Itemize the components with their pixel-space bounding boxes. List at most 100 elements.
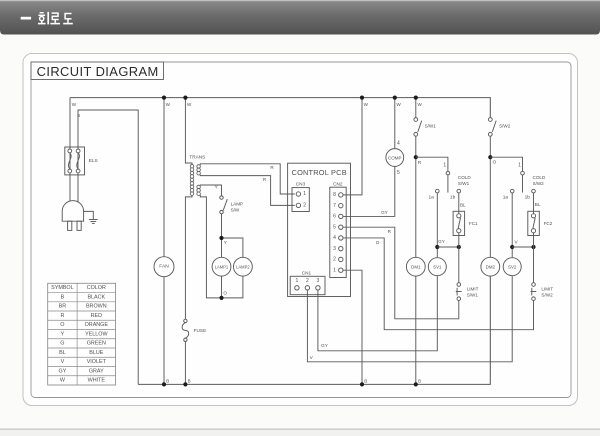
svg-text:B: B [166,378,169,383]
svg-text:W: W [396,102,401,107]
svg-text:BL: BL [460,202,466,207]
svg-text:GY: GY [321,343,328,348]
svg-text:COLD: COLD [533,175,546,180]
svg-text:BROWN: BROWN [86,304,107,310]
svg-text:CIRCUIT DIAGRAM: CIRCUIT DIAGRAM [37,64,159,79]
svg-text:W: W [364,102,369,107]
svg-text:FUSE: FUSE [194,328,207,333]
svg-text:FC2: FC2 [544,221,553,226]
svg-text:O: O [493,159,497,164]
svg-text:BLACK: BLACK [87,294,105,300]
svg-text:1: 1 [518,163,521,169]
svg-text:R: R [60,313,64,319]
svg-text:BR: BR [59,304,67,310]
svg-text:LIMIT: LIMIT [467,287,479,292]
svg-text:GRAY: GRAY [89,368,104,374]
svg-text:B: B [77,113,80,118]
svg-text:CN1: CN1 [302,271,312,276]
svg-text:B: B [418,378,421,383]
svg-text:O: O [223,290,227,295]
svg-text:GY: GY [438,239,445,244]
svg-text:CN3: CN3 [296,182,306,187]
svg-text:6: 6 [333,214,336,220]
svg-text:TRANS: TRANS [189,155,205,160]
svg-text:1a: 1a [429,195,435,201]
svg-text:DM1: DM1 [411,265,421,270]
svg-text:W: W [187,102,192,107]
svg-text:R: R [418,160,422,165]
svg-text:SYMBOL: SYMBOL [51,285,73,291]
svg-text:5: 5 [333,224,336,230]
svg-text:1: 1 [303,191,306,197]
svg-text:Y: Y [61,331,65,337]
svg-text:CN2: CN2 [333,182,343,187]
svg-text:S/W2: S/W2 [499,123,511,128]
svg-text:LAMP: LAMP [231,201,244,206]
svg-text:1b: 1b [525,195,531,201]
svg-text:S/W1: S/W1 [425,123,437,128]
svg-text:5: 5 [397,170,400,176]
svg-text:S/W1: S/W1 [458,181,470,186]
svg-text:GY: GY [381,210,388,215]
svg-text:LAMP1: LAMP1 [215,265,229,270]
svg-text:8: 8 [333,192,336,198]
svg-text:V: V [310,355,314,360]
svg-text:DM2: DM2 [486,265,496,270]
svg-text:B: B [188,378,191,383]
svg-text:R: R [263,177,267,182]
svg-text:B: B [61,294,65,300]
svg-text:4: 4 [333,235,336,241]
svg-text:CONTROL PCB: CONTROL PCB [292,168,347,177]
svg-text:1a: 1a [503,195,509,201]
svg-text:WHITE: WHITE [88,378,106,384]
svg-text:W: W [417,102,422,107]
svg-text:COLOR: COLOR [87,285,106,291]
svg-text:W: W [60,378,66,384]
svg-text:S/W: S/W [231,208,240,213]
svg-text:1: 1 [443,163,446,169]
svg-text:ELS: ELS [89,158,98,164]
svg-text:ORANGE: ORANGE [85,322,109,328]
svg-text:B: B [364,378,367,383]
svg-text:BL: BL [59,350,66,356]
svg-text:S/W1: S/W1 [467,293,479,298]
svg-text:1: 1 [296,278,299,284]
svg-text:R: R [270,165,274,170]
svg-text:R: R [388,229,392,234]
svg-text:7: 7 [333,203,336,209]
svg-text:2: 2 [306,278,309,284]
svg-text:SV1: SV1 [433,265,442,270]
svg-text:2: 2 [333,257,336,263]
svg-text:W: W [166,102,171,107]
svg-text:2: 2 [303,203,306,209]
svg-text:3: 3 [317,278,320,284]
svg-text:S/W2: S/W2 [533,181,545,186]
svg-text:FAN: FAN [159,263,169,269]
svg-text:O: O [60,322,64,328]
svg-text:1: 1 [333,267,336,273]
svg-text:SV2: SV2 [508,265,517,270]
svg-text:V: V [515,240,519,245]
svg-text:S/W2: S/W2 [541,293,553,298]
svg-text:GREEN: GREEN [87,341,106,347]
svg-text:O: O [376,240,380,245]
svg-text:Y: Y [224,240,227,245]
svg-text:COLD: COLD [458,175,471,180]
svg-text:COMP: COMP [388,155,402,160]
svg-text:FC1: FC1 [469,221,478,226]
svg-text:1b: 1b [450,195,456,201]
svg-text:4: 4 [397,140,400,146]
svg-text:BLUE: BLUE [89,350,103,356]
svg-text:Y: Y [215,185,218,190]
svg-text:LIMIT: LIMIT [541,287,553,292]
svg-text:GY: GY [59,368,67,374]
svg-text:VIOLET: VIOLET [87,359,107,365]
svg-text:3: 3 [333,246,336,252]
svg-text:V: V [61,359,65,365]
svg-text:LAMP2: LAMP2 [236,265,250,270]
svg-text:W: W [72,102,77,107]
svg-text:BL: BL [535,202,541,207]
svg-text:G: G [60,341,64,347]
svg-text:RED: RED [91,313,102,319]
svg-text:YELLOW: YELLOW [85,331,108,337]
